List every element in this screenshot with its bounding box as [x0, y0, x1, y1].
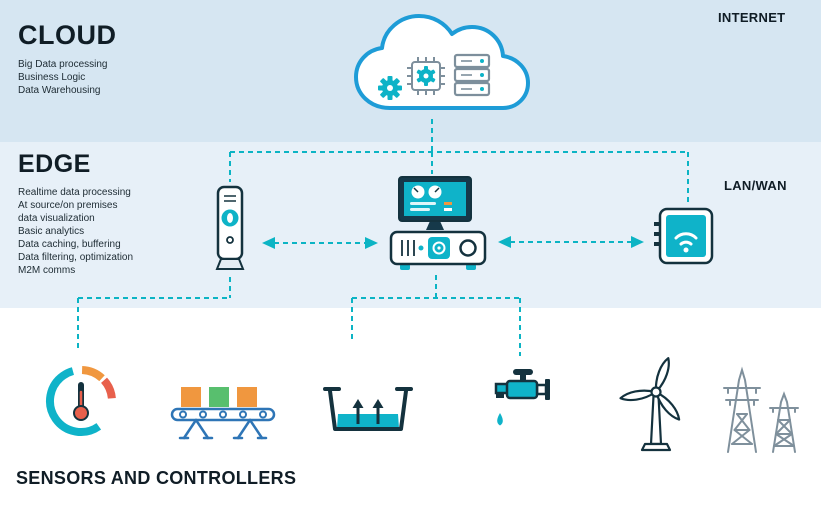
edge-desc-line: At source/on premises	[18, 200, 118, 211]
edge-desc-line: Data caching, buffering	[18, 239, 121, 250]
water-valve-icon	[494, 369, 550, 426]
temperature-gauge-icon	[45, 366, 116, 436]
cloud-icon	[354, 14, 530, 110]
water-drop-icon	[497, 413, 503, 426]
edge-desc-line: Basic analytics	[18, 226, 85, 237]
edge-desc-line: M2M comms	[18, 265, 76, 276]
internet-label: INTERNET	[718, 10, 786, 25]
edge-title: EDGE	[18, 150, 91, 178]
edge-display-monitor-icon	[398, 176, 472, 230]
wind-turbine-icon	[619, 357, 681, 452]
sensors-title: SENSORS AND CONTROLLERS	[16, 468, 297, 488]
cloud-desc-line: Big Data processing	[18, 59, 108, 70]
arrowheads	[262, 236, 644, 249]
edge-node-device-icon	[215, 185, 245, 270]
wifi-icon	[674, 232, 698, 246]
cloud-desc-line: Business Logic	[18, 72, 86, 83]
edge-desc-line: data visualization	[18, 213, 95, 224]
edge-desc-line: Realtime data processing	[18, 187, 131, 198]
server-stack-icon	[453, 53, 491, 97]
chip-gear-icon	[407, 57, 445, 95]
edge-server-gateway-icon	[389, 230, 487, 270]
sensors-band	[0, 308, 821, 505]
edge-desc-line: Data filtering, optimization	[18, 252, 134, 263]
gear-icon	[378, 76, 402, 100]
cloud-title: CLOUD	[18, 20, 117, 50]
up-arrows	[356, 407, 380, 424]
conveyor-with-boxes-icon	[170, 387, 276, 440]
cloud-description: Big Data processing Business Logic Data …	[18, 58, 108, 97]
lanwan-label: LAN/WAN	[724, 178, 787, 193]
cloud-desc-line: Data Warehousing	[18, 85, 101, 96]
power-transmission-towers-icon	[723, 366, 799, 453]
iot-wifi-tablet-icon	[654, 207, 714, 265]
edge-description: Realtime data processing At source/on pr…	[18, 186, 133, 277]
container-bin-icon	[323, 387, 413, 431]
